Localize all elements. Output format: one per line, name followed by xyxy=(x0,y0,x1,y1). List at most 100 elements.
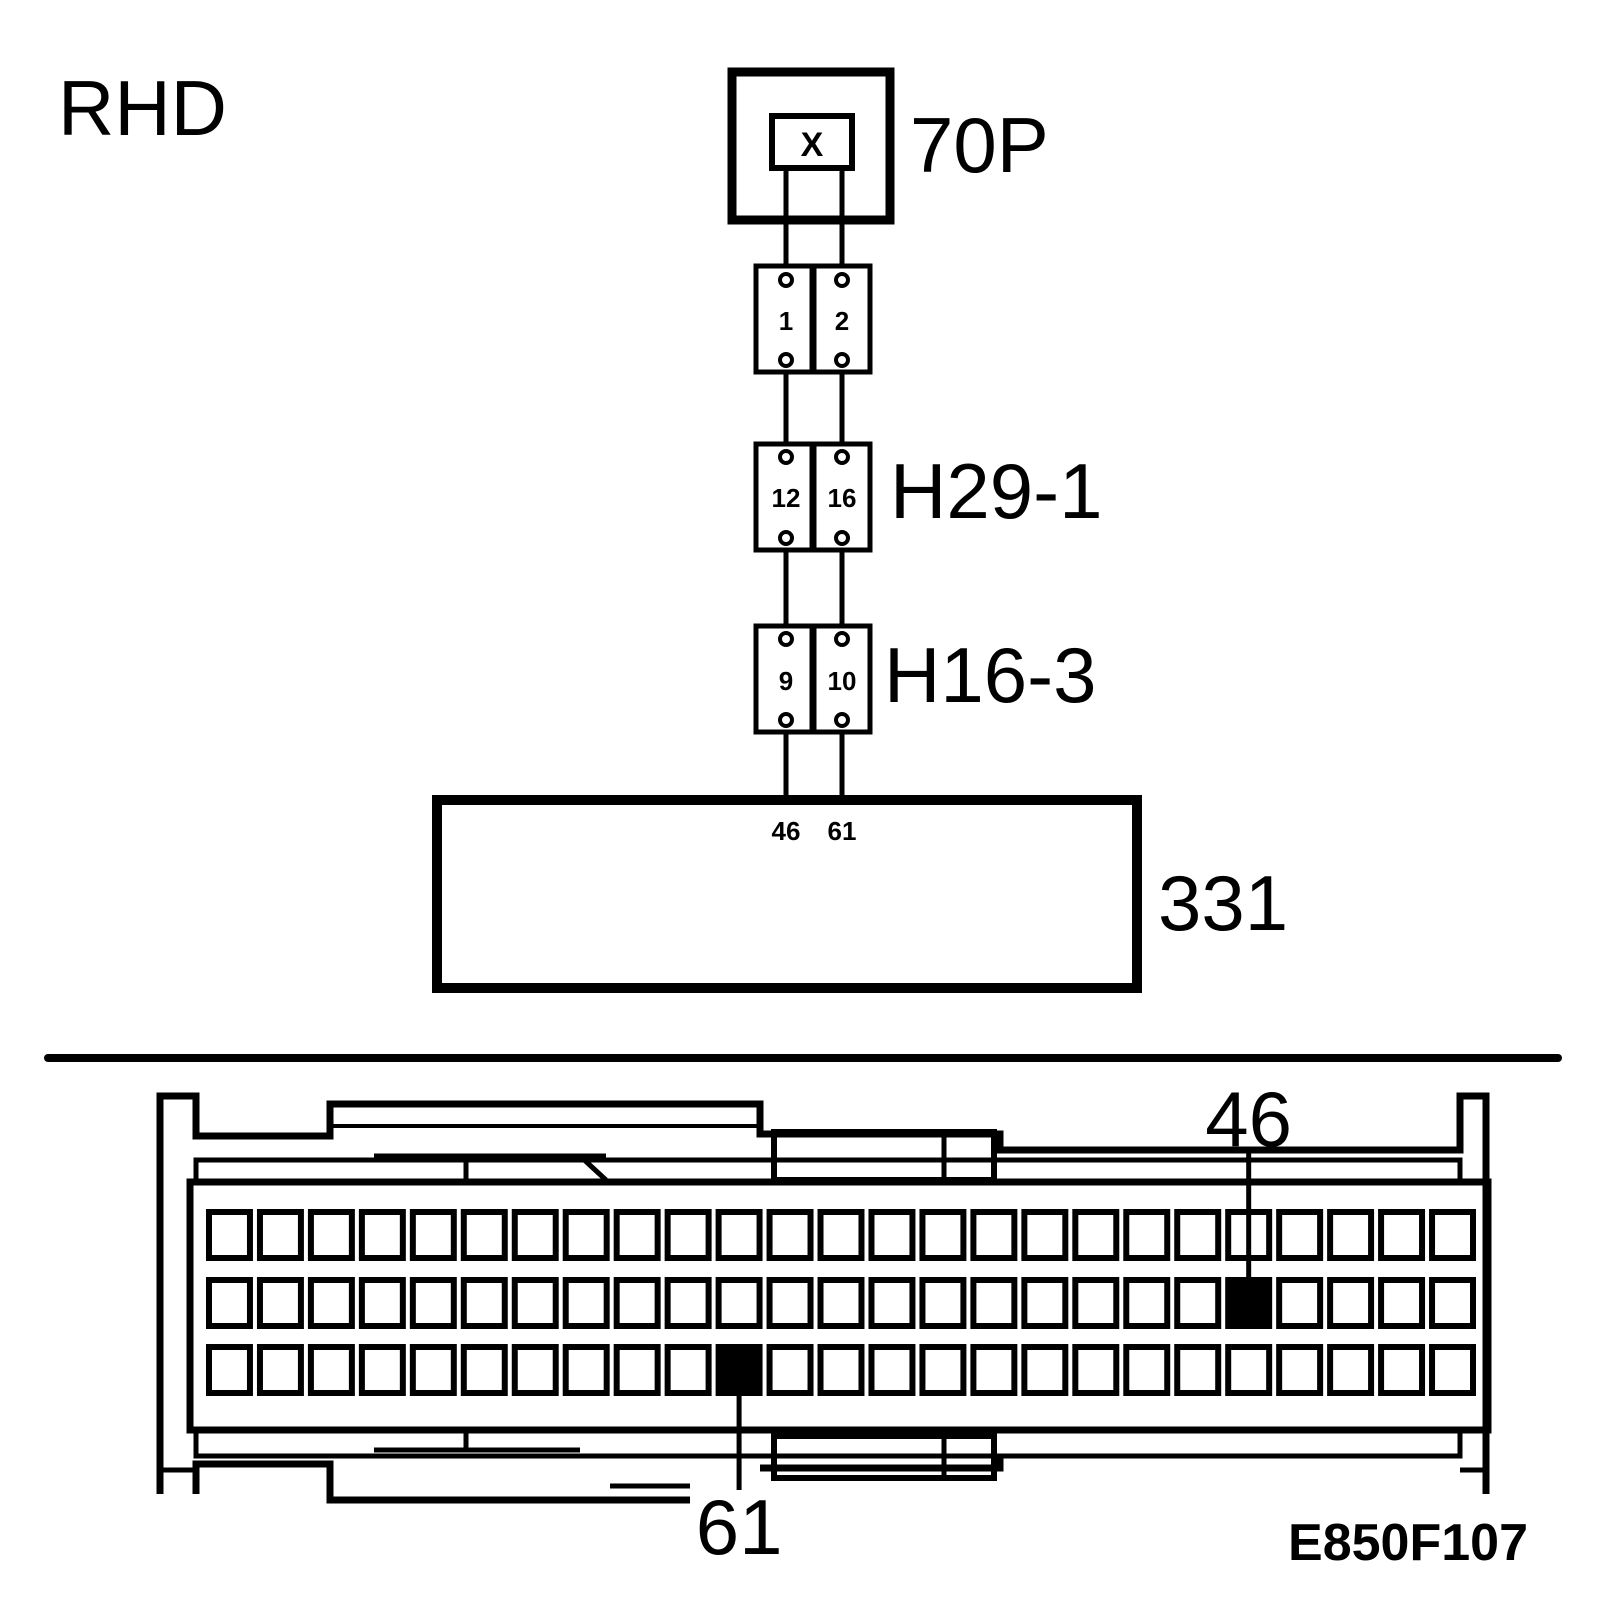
cavity xyxy=(409,1344,457,1396)
switch-label: 70P xyxy=(910,101,1049,189)
cavity xyxy=(868,1277,916,1329)
cavity xyxy=(1123,1209,1171,1261)
connector-first: 1 2 xyxy=(753,263,873,375)
cavity xyxy=(256,1209,304,1261)
connector-face-view xyxy=(156,1092,1492,1504)
callout-label: 61 xyxy=(696,1483,783,1571)
cavity xyxy=(307,1344,355,1396)
cavity xyxy=(1021,1344,1069,1396)
cavity xyxy=(1429,1344,1477,1396)
connector-h29-1-label: H29-1 xyxy=(890,447,1102,535)
cavity xyxy=(970,1209,1018,1261)
cavity xyxy=(460,1209,508,1261)
cavity xyxy=(206,1344,253,1396)
cavity xyxy=(1072,1277,1120,1329)
cavity xyxy=(715,1277,763,1329)
switch-symbol: X xyxy=(801,126,824,164)
cavity xyxy=(766,1209,814,1261)
module-pin-label: 46 xyxy=(772,816,801,846)
cavity xyxy=(409,1209,457,1261)
connector-h29-1: 12 16 xyxy=(753,441,873,553)
cavity xyxy=(664,1344,712,1396)
cavity xyxy=(766,1344,814,1396)
connector-cavities xyxy=(206,1209,1477,1396)
cavity xyxy=(1123,1277,1171,1329)
cavity xyxy=(562,1344,610,1396)
cavity xyxy=(206,1277,253,1329)
cavity xyxy=(1378,1277,1426,1329)
cavity xyxy=(817,1277,865,1329)
module-331: 46 61 xyxy=(432,795,1142,993)
cavity xyxy=(206,1209,253,1261)
cavity-highlighted xyxy=(1225,1277,1273,1329)
cavity xyxy=(1429,1209,1477,1261)
cavity xyxy=(817,1344,865,1396)
cavity xyxy=(1276,1277,1324,1329)
pin-label: 12 xyxy=(772,483,801,513)
cavity xyxy=(1072,1344,1120,1396)
cavity xyxy=(766,1277,814,1329)
cavity xyxy=(1174,1277,1222,1329)
cavity xyxy=(1429,1277,1477,1329)
cavity xyxy=(1378,1344,1426,1396)
cavity xyxy=(1123,1344,1171,1396)
cavity xyxy=(511,1277,559,1329)
cavity xyxy=(919,1344,967,1396)
cavity xyxy=(562,1277,610,1329)
cavity xyxy=(1174,1344,1222,1396)
cavity xyxy=(817,1209,865,1261)
figure-code: E850F107 xyxy=(1288,1514,1528,1572)
switch-70p: X xyxy=(727,67,895,225)
connector-h16-3: 9 10 xyxy=(753,623,873,735)
cavity xyxy=(1276,1209,1324,1261)
pin-label: 9 xyxy=(779,666,793,696)
cavity xyxy=(970,1277,1018,1329)
connector-h16-3-label: H16-3 xyxy=(884,631,1096,719)
cavity xyxy=(1327,1277,1375,1329)
cavity xyxy=(256,1344,304,1396)
cavity xyxy=(664,1209,712,1261)
cavity xyxy=(919,1277,967,1329)
cavity xyxy=(409,1277,457,1329)
pin-label: 16 xyxy=(828,483,857,513)
callout-label: 46 xyxy=(1205,1075,1292,1163)
cavity xyxy=(460,1344,508,1396)
cavity-highlighted xyxy=(715,1344,763,1396)
cavity xyxy=(715,1209,763,1261)
cavity xyxy=(868,1344,916,1396)
cavity xyxy=(868,1209,916,1261)
cavity xyxy=(613,1344,661,1396)
cavity xyxy=(664,1277,712,1329)
cavity xyxy=(613,1277,661,1329)
cavity xyxy=(256,1277,304,1329)
pin-label: 10 xyxy=(828,666,857,696)
module-label: 331 xyxy=(1158,859,1288,947)
cavity xyxy=(1072,1209,1120,1261)
cavity xyxy=(358,1277,406,1329)
cavity xyxy=(307,1277,355,1329)
cavity xyxy=(1276,1344,1324,1396)
cavity xyxy=(1021,1277,1069,1329)
cavity xyxy=(1021,1209,1069,1261)
cavity xyxy=(511,1209,559,1261)
cavity xyxy=(1327,1344,1375,1396)
cavity xyxy=(1174,1209,1222,1261)
cavity xyxy=(1378,1209,1426,1261)
module-pin-label: 61 xyxy=(828,816,857,846)
cavity xyxy=(1225,1344,1273,1396)
cavity xyxy=(358,1209,406,1261)
cavity xyxy=(358,1344,406,1396)
cavity xyxy=(613,1209,661,1261)
cavity xyxy=(919,1209,967,1261)
pin-label: 2 xyxy=(835,306,849,336)
cavity xyxy=(460,1277,508,1329)
cavity xyxy=(307,1209,355,1261)
cavity xyxy=(970,1344,1018,1396)
cavity xyxy=(1327,1209,1375,1261)
cavity xyxy=(562,1209,610,1261)
pin-callouts: 46 61 xyxy=(696,1075,1292,1571)
drive-side-label: RHD xyxy=(58,64,227,152)
cavity xyxy=(511,1344,559,1396)
pin-label: 1 xyxy=(779,306,793,336)
